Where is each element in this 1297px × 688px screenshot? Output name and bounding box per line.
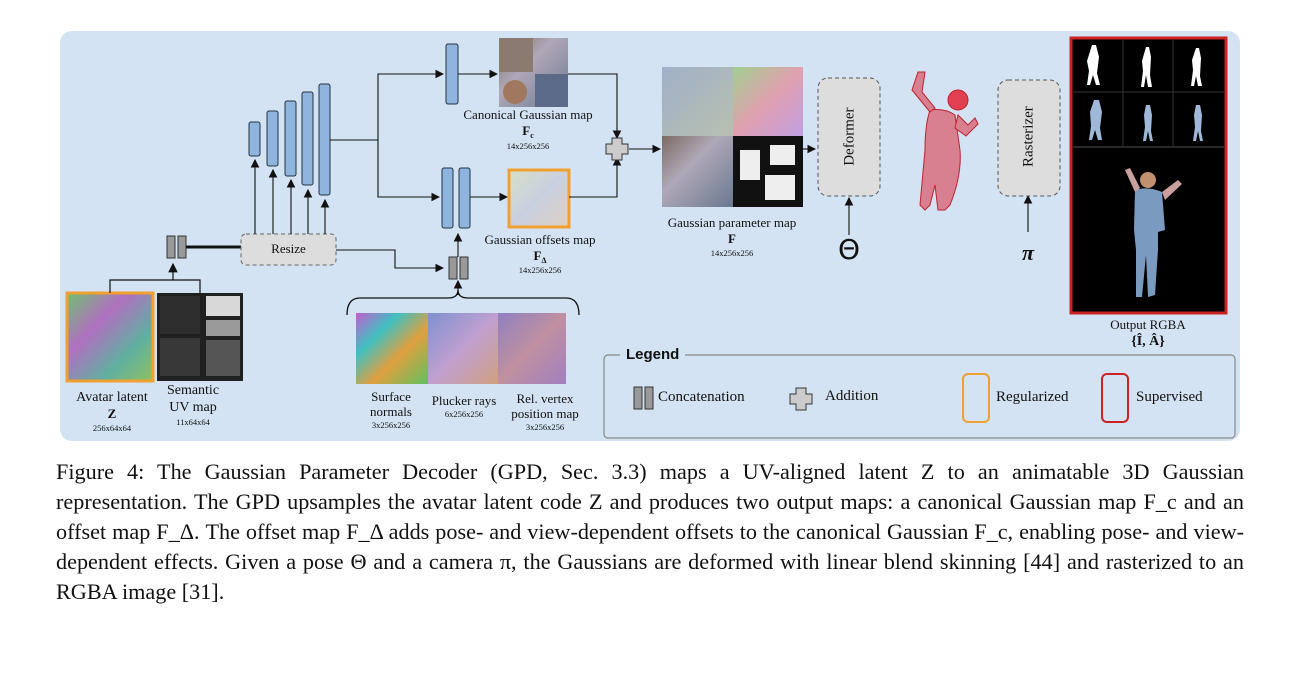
canonical-map-image bbox=[499, 38, 568, 107]
legend-box bbox=[603, 354, 1236, 439]
offsets-map-image bbox=[507, 168, 571, 229]
legend-addition-label: Addition bbox=[825, 388, 879, 404]
figure-4: Resize Avatar latent Z 256x64x64 Semanti… bbox=[60, 31, 1240, 441]
plucker-rays-image bbox=[428, 313, 498, 384]
deformer-box bbox=[817, 77, 881, 197]
param-symbol: F bbox=[728, 231, 736, 246]
output-rgba-label: Output RGBA bbox=[1110, 317, 1186, 332]
resize-box bbox=[240, 233, 337, 266]
plucker-rays-dims: 6x256x256 bbox=[444, 409, 484, 419]
deformer-label: Deformer bbox=[841, 107, 858, 166]
legend-regularized-swatch bbox=[962, 373, 990, 423]
legend-addition-icon bbox=[789, 387, 813, 411]
semantic-uv-label-line2: UV map bbox=[169, 400, 217, 415]
surface-normals-label-line1: Surface bbox=[371, 389, 411, 404]
rel-vertex-image bbox=[498, 313, 566, 384]
canonical-dims: 14x256x256 bbox=[506, 141, 550, 151]
gaussian-parameter-map-image bbox=[662, 67, 803, 207]
param-dims: 14x256x256 bbox=[710, 248, 754, 258]
rel-vertex-dims: 3x256x256 bbox=[525, 422, 565, 432]
semantic-uv-label-line1: Semantic bbox=[166, 383, 220, 398]
figure-caption: Figure 4: The Gaussian Parameter Decoder… bbox=[56, 459, 1244, 604]
surface-normals-label-line2: normals bbox=[370, 404, 412, 419]
legend-title: Legend bbox=[620, 346, 686, 363]
legend-supervised-label: Supervised bbox=[1136, 389, 1203, 405]
offsets-symbol: FΔ bbox=[533, 248, 547, 265]
canonical-block bbox=[445, 43, 459, 105]
legend-concat-icon bbox=[633, 386, 654, 410]
legend-concatenation-label: Concatenation bbox=[658, 389, 745, 405]
canonical-symbol: Fc bbox=[522, 123, 534, 140]
avatar-latent-label: Avatar latent bbox=[76, 390, 148, 405]
offsets-dims: 14x256x256 bbox=[518, 265, 562, 275]
concat-icon bbox=[166, 235, 187, 259]
deformed-avatar-figure bbox=[911, 71, 979, 211]
avatar-latent-image bbox=[65, 291, 155, 383]
rasterizer-label: Rasterizer bbox=[1020, 106, 1037, 168]
avatar-latent-dims: 256x64x64 bbox=[92, 423, 132, 433]
rasterizer-box bbox=[997, 79, 1061, 197]
concat-icon bbox=[448, 256, 469, 280]
semantic-uv-map-image bbox=[157, 293, 243, 381]
output-rgba-symbol: {Î, Â} bbox=[1131, 334, 1165, 349]
input-brace bbox=[346, 289, 580, 316]
plucker-rays-label: Plucker rays bbox=[431, 393, 497, 408]
resize-label: Resize bbox=[271, 241, 306, 256]
rel-vertex-label-line1: Rel. vertex bbox=[516, 391, 574, 406]
output-rgba-image bbox=[1069, 36, 1228, 315]
surface-normals-dims: 3x256x256 bbox=[371, 420, 411, 430]
canonical-map-label: Canonical Gaussian map bbox=[463, 107, 593, 122]
avatar-latent-symbol: Z bbox=[107, 406, 117, 421]
pi-symbol: π bbox=[1021, 240, 1034, 265]
param-map-label: Gaussian parameter map bbox=[667, 215, 797, 230]
addition-icon bbox=[605, 137, 629, 161]
legend-regularized-label: Regularized bbox=[996, 389, 1069, 405]
rel-vertex-label-line2: position map bbox=[511, 406, 579, 421]
surface-normals-image bbox=[356, 313, 428, 384]
semantic-uv-dims: 11x64x64 bbox=[176, 417, 210, 427]
offset-blocks bbox=[441, 167, 471, 229]
gpd-diagram bbox=[60, 31, 1240, 441]
offsets-map-label: Gaussian offsets map bbox=[484, 232, 596, 247]
theta-symbol: Θ bbox=[837, 233, 861, 266]
legend-supervised-swatch bbox=[1101, 373, 1129, 423]
